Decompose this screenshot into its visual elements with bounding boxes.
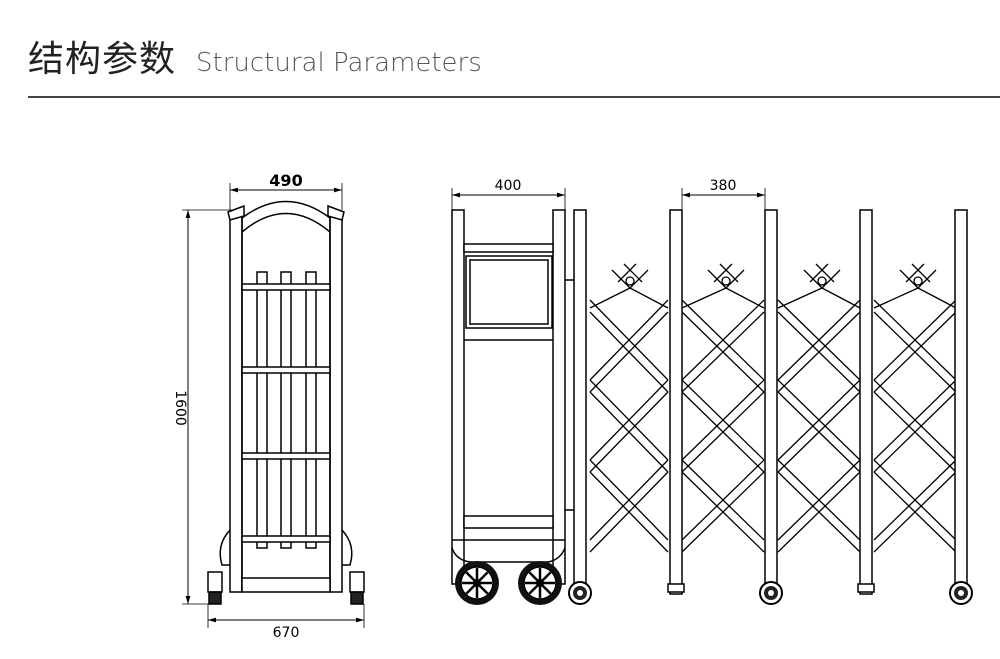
dim-label-1600: 1600	[172, 390, 188, 426]
dimension-front-height: 1600	[172, 209, 232, 605]
dim-label-400: 400	[495, 178, 522, 194]
dim-label-490: 490	[269, 171, 302, 190]
header-divider	[28, 96, 1000, 98]
scissor-lattice	[589, 263, 957, 553]
dimension-front-width: 490	[229, 171, 343, 210]
dim-label-380: 380	[710, 178, 737, 194]
page-header: 结构参数 Structural Parameters	[28, 30, 482, 82]
dimension-head-width: 400	[451, 178, 566, 210]
lattice-posts	[667, 209, 968, 595]
head-unit-wheels	[453, 559, 592, 607]
side-view-head-unit	[451, 209, 587, 585]
page-title-chinese: 结构参数	[28, 39, 177, 80]
dim-label-670: 670	[273, 625, 300, 641]
front-view	[207, 200, 365, 605]
page-title-english: Structural Parameters	[196, 48, 482, 78]
dimension-base-width: 670	[207, 604, 365, 641]
dimension-panel-spacing: 380	[681, 178, 766, 210]
